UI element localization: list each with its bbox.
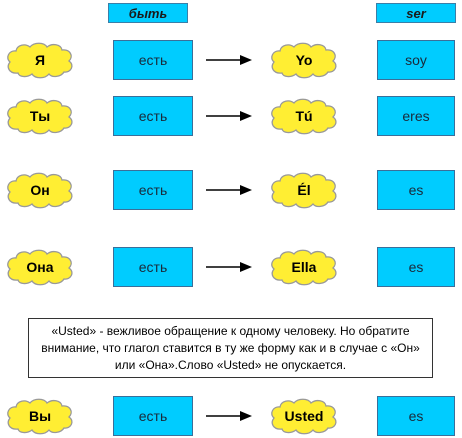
spanish-verb-box: soy (377, 40, 455, 80)
spanish-verb-box: es (377, 247, 455, 287)
spanish-verb-box: eres (377, 96, 455, 136)
cloud-pronoun-ru-2: Он (4, 170, 76, 210)
cloud-pronoun-es-3: Ella (268, 247, 340, 287)
cloud-pronoun-ru-4: Вы (4, 396, 76, 436)
cloud-pronoun-ru-1: Ты (4, 96, 76, 136)
cloud-shape-icon (271, 42, 337, 79)
russian-pronoun-label: Вы (28, 408, 52, 424)
russian-pronoun-label: Я (34, 52, 46, 68)
cloud-shape-icon (271, 249, 337, 286)
cloud-pronoun-es-1: Tú (268, 96, 340, 136)
spanish-verb-box: es (377, 170, 455, 210)
russian-pronoun-label: Ты (29, 108, 51, 124)
spanish-verb-box: es (377, 396, 455, 436)
russian-verb-box: есть (113, 396, 193, 436)
right-arrow-icon (206, 55, 252, 65)
cloud-pronoun-ru-3: Она (4, 247, 76, 287)
right-arrow-icon (206, 185, 252, 195)
russian-pronoun-label: Она (26, 259, 54, 275)
cloud-pronoun-es-2: Él (268, 170, 340, 210)
cloud-pronoun-es-0: Yo (268, 40, 340, 80)
spanish-pronoun-label: Él (297, 182, 311, 198)
cloud-pronoun-ru-0: Я (4, 40, 76, 80)
right-arrow-icon (206, 262, 252, 272)
right-arrow-icon (206, 411, 252, 421)
spanish-pronoun-label: Usted (284, 408, 324, 424)
cloud-pronoun-es-4: Usted (268, 396, 340, 436)
spanish-pronoun-label: Ella (291, 259, 317, 275)
header-russian-verb: быть (108, 3, 188, 23)
usted-note: «Usted» - вежливое обращение к одному че… (28, 318, 433, 378)
cloud-shape-icon (7, 42, 73, 79)
right-arrow-icon (206, 111, 252, 121)
russian-verb-box: есть (113, 170, 193, 210)
cloud-shape-icon (7, 398, 73, 435)
russian-verb-box: есть (113, 40, 193, 80)
russian-pronoun-label: Он (30, 182, 50, 198)
cloud-shape-icon (7, 172, 73, 209)
russian-verb-box: есть (113, 247, 193, 287)
header-spanish-verb: ser (376, 3, 456, 23)
cloud-shape-icon (271, 398, 337, 435)
russian-verb-box: есть (113, 96, 193, 136)
spanish-pronoun-label: Tú (295, 108, 313, 124)
cloud-shape-icon (7, 249, 73, 286)
spanish-pronoun-label: Yo (295, 52, 313, 68)
cloud-shape-icon (7, 98, 73, 135)
cloud-shape-icon (271, 172, 337, 209)
cloud-shape-icon (271, 98, 337, 135)
